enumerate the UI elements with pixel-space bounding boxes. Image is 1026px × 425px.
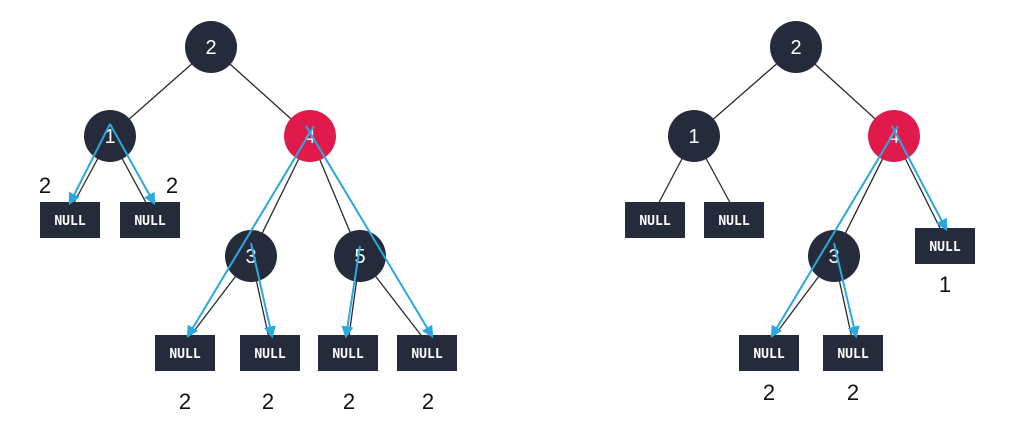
tree-node-2: 2 — [770, 21, 822, 73]
node-value: 5 — [354, 246, 365, 268]
right-tree-edges — [654, 46, 946, 344]
tree-node-5: 5 — [334, 230, 386, 282]
path-arrow — [891, 125, 948, 232]
node-circle — [334, 230, 386, 282]
tree-node-3: 3 — [808, 230, 860, 282]
tree-node-1: 1 — [84, 110, 136, 162]
path-count: 2 — [763, 380, 775, 405]
path-arrow — [109, 123, 156, 206]
null-leaf: NULL — [397, 335, 457, 371]
left-tree-edges — [69, 46, 428, 344]
path-arrow — [250, 242, 276, 339]
path-arrow — [186, 125, 315, 339]
null-leaf: NULL — [155, 335, 215, 371]
null-leaf: NULL — [40, 202, 100, 238]
null-label: NULL — [254, 347, 285, 362]
null-leaf: NULL — [625, 202, 685, 238]
null-label: NULL — [411, 347, 442, 362]
left-tree: 2 1 4 3 5 NULL NULL NULL — [39, 21, 457, 414]
null-label: NULL — [929, 240, 960, 255]
path-count: 2 — [343, 389, 355, 414]
null-leaf: NULL — [915, 228, 975, 264]
node-circle-highlighted — [284, 110, 336, 162]
path-arrow — [770, 125, 899, 339]
path-count: 2 — [422, 389, 434, 414]
node-value: 3 — [245, 246, 256, 268]
node-value: 1 — [688, 126, 699, 148]
path-arrows — [770, 125, 948, 339]
node-value: 1 — [104, 126, 115, 148]
path-arrow — [341, 245, 361, 339]
tree-node-4: 4 — [284, 110, 336, 162]
node-circle — [668, 110, 720, 162]
null-label: NULL — [332, 347, 363, 362]
null-label: NULL — [718, 214, 749, 229]
tree-node-4: 4 — [868, 110, 920, 162]
null-leaf: NULL — [318, 335, 378, 371]
null-label: NULL — [639, 214, 670, 229]
null-leaf: NULL — [240, 335, 300, 371]
null-label: NULL — [837, 347, 868, 362]
node-circle — [225, 230, 277, 282]
null-label: NULL — [753, 347, 784, 362]
tree-node-2: 2 — [185, 21, 237, 73]
path-arrow — [833, 242, 860, 339]
null-label: NULL — [169, 347, 200, 362]
path-count: 2 — [262, 389, 274, 414]
null-leaf: NULL — [823, 335, 883, 371]
null-leaf: NULL — [739, 335, 799, 371]
node-value: 3 — [828, 246, 839, 268]
tree-node-1: 1 — [668, 110, 720, 162]
node-value: 2 — [205, 37, 216, 59]
node-circle — [770, 21, 822, 73]
tree-node-3: 3 — [225, 230, 277, 282]
path-count: 1 — [939, 272, 951, 297]
path-count: 2 — [166, 173, 178, 198]
path-count: 2 — [847, 380, 859, 405]
node-circle — [185, 21, 237, 73]
path-arrows — [68, 123, 434, 339]
node-value: 2 — [790, 37, 801, 59]
null-label: NULL — [54, 214, 85, 229]
null-label: NULL — [134, 214, 165, 229]
node-circle — [808, 230, 860, 282]
node-value: 4 — [304, 126, 315, 148]
right-tree: 2 1 4 3 NULL NULL NULL NULL — [625, 21, 975, 405]
null-leaf: NULL — [120, 202, 180, 238]
path-arrow — [68, 123, 111, 206]
path-count: 2 — [39, 173, 51, 198]
null-leaf: NULL — [704, 202, 764, 238]
node-circle-highlighted — [868, 110, 920, 162]
node-value: 4 — [888, 126, 899, 148]
path-arrow — [305, 125, 434, 339]
path-count: 2 — [179, 389, 191, 414]
